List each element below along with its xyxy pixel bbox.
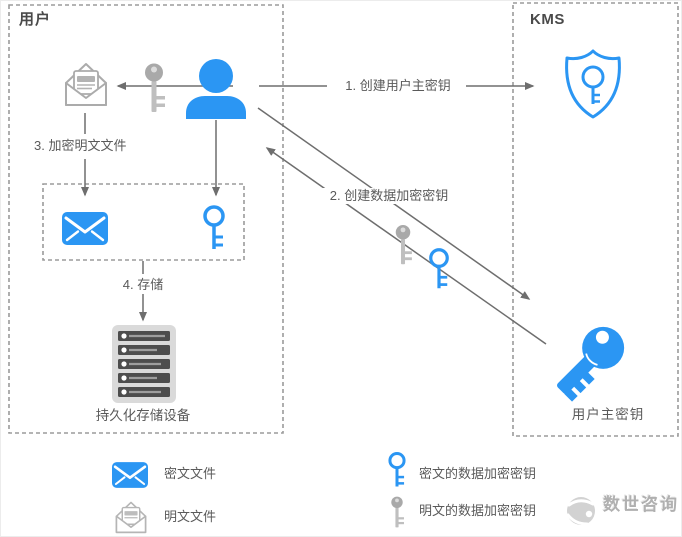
ciphertext-file-icon [62,212,108,245]
user-box-border [8,4,284,434]
plaintext-dek-icon [145,63,165,112]
plaintext-file-icon [65,63,107,106]
kms-box-border [512,2,679,437]
storage-server-icon [112,325,176,403]
step2-label: 2. 创建数据加密密钥 [317,188,461,204]
step3-label: 3. 加密明文文件 [34,138,127,153]
legend-ciphertext-file-icon [112,462,148,488]
legend-ciphertext-dek-icon [388,452,406,487]
shield-key-icon [565,49,621,119]
swirl-globe-icon [566,497,595,526]
step4-label: 4. 存储 [119,277,167,293]
user-box-title: 用户 [19,11,52,28]
kms-box-title: KMS [530,11,565,28]
legend-plaintext-dek-icon [391,496,404,528]
legend-plaintext-file-label: 明文文件 [164,509,217,524]
plaintext-dek-transit-icon [395,225,412,265]
brand-watermark: 数世咨询 [603,495,679,514]
ciphertext-dek-icon [203,205,225,249]
ciphertext-dek-transit-icon [429,248,449,289]
legend-plaintext-file-icon [115,501,147,534]
legend-ciphertext-dek-label: 密文的数据加密密钥 [419,466,537,481]
arrow-step2-response [265,147,547,345]
storage-label: 持久化存储设备 [95,408,191,423]
encrypted-output-box-border [42,183,245,261]
person-icon [186,59,246,119]
legend-ciphertext-file-label: 密文文件 [164,466,217,481]
legend-plaintext-dek-label: 明文的数据加密密钥 [419,503,537,518]
step1-label: 1. 创建用户主密钥 [330,78,466,94]
master-key-label: 用户主密钥 [571,407,645,422]
master-key-icon [557,326,625,402]
